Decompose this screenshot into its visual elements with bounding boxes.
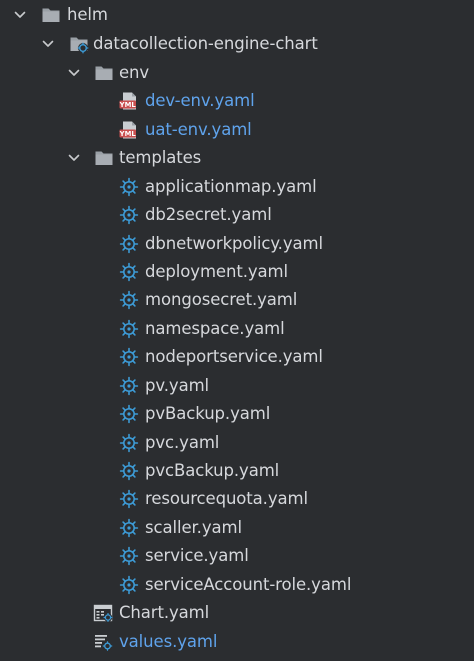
kubernetes-gear-icon <box>119 205 139 225</box>
file-label: dev-env.yaml <box>145 91 255 110</box>
kubernetes-gear-icon <box>119 575 139 595</box>
file-label: nodeportservice.yaml <box>145 347 323 366</box>
kubernetes-gear-icon <box>119 319 139 339</box>
kubernetes-gear-icon <box>119 290 139 310</box>
tree-file-db2secret[interactable]: db2secret.yaml <box>0 201 474 229</box>
tree-node-chart-folder[interactable]: datacollection-engine-chart <box>0 30 474 58</box>
kubernetes-gear-icon <box>119 376 139 396</box>
tree-node-label: templates <box>119 148 202 167</box>
kubernetes-gear-icon <box>119 489 139 509</box>
tree-file-chart[interactable]: Chart.yaml <box>0 599 474 627</box>
tree-node-env-folder[interactable]: env <box>0 59 474 87</box>
file-label: service.yaml <box>145 546 249 565</box>
file-label: pvc.yaml <box>145 433 220 452</box>
tree-file-pvc[interactable]: pvc.yaml <box>0 429 474 457</box>
tree-file-dbnetworkpolicy[interactable]: dbnetworkpolicy.yaml <box>0 230 474 258</box>
file-label: serviceAccount-role.yaml <box>145 575 352 594</box>
tree-file-uat-env[interactable]: uat-env.yaml <box>0 116 474 144</box>
tree-file-nodeportservice[interactable]: nodeportservice.yaml <box>0 343 474 371</box>
kubernetes-gear-icon <box>119 518 139 538</box>
kubernetes-gear-icon <box>119 546 139 566</box>
file-label: pvBackup.yaml <box>145 404 271 423</box>
tree-node-label: env <box>119 63 150 82</box>
chevron-down-icon[interactable] <box>66 150 82 166</box>
chart-table-icon <box>93 603 113 623</box>
tree-file-pvcbackup[interactable]: pvcBackup.yaml <box>0 457 474 485</box>
file-label: values.yaml <box>119 632 218 651</box>
tree-file-namespace[interactable]: namespace.yaml <box>0 315 474 343</box>
kubernetes-gear-icon <box>119 404 139 424</box>
tree-node-label: datacollection-engine-chart <box>93 34 318 53</box>
file-label: mongosecret.yaml <box>145 290 298 309</box>
file-label: db2secret.yaml <box>145 205 272 224</box>
kubernetes-gear-icon <box>119 262 139 282</box>
tree-file-serviceaccount-role[interactable]: serviceAccount-role.yaml <box>0 571 474 599</box>
tree-file-dev-env[interactable]: dev-env.yaml <box>0 87 474 115</box>
tree-file-scaller[interactable]: scaller.yaml <box>0 514 474 542</box>
file-label: uat-env.yaml <box>145 120 252 139</box>
tree-node-label: helm <box>67 5 108 24</box>
file-label: pv.yaml <box>145 376 210 395</box>
chevron-down-icon[interactable] <box>40 36 56 52</box>
kubernetes-gear-icon <box>119 347 139 367</box>
tree-file-applicationmap[interactable]: applicationmap.yaml <box>0 173 474 201</box>
kubernetes-gear-icon <box>119 177 139 197</box>
tree-node-templates-folder[interactable]: templates <box>0 144 474 172</box>
tree-file-service[interactable]: service.yaml <box>0 542 474 570</box>
tree-file-values[interactable]: values.yaml <box>0 628 474 656</box>
kubernetes-gear-icon <box>119 461 139 481</box>
yml-file-icon <box>119 91 139 111</box>
kubernetes-gear-icon <box>119 234 139 254</box>
chevron-down-icon[interactable] <box>66 65 82 81</box>
chevron-down-icon[interactable] <box>12 7 28 23</box>
file-label: dbnetworkpolicy.yaml <box>145 234 323 253</box>
file-label: scaller.yaml <box>145 518 242 537</box>
tree-file-pvbackup[interactable]: pvBackup.yaml <box>0 400 474 428</box>
helm-chart-folder-icon <box>69 34 89 54</box>
tree-file-pv[interactable]: pv.yaml <box>0 372 474 400</box>
folder-icon <box>94 63 114 83</box>
tree-file-resourcequota[interactable]: resourcequota.yaml <box>0 485 474 513</box>
folder-icon <box>41 5 61 25</box>
file-label: applicationmap.yaml <box>145 177 317 196</box>
tree-file-deployment[interactable]: deployment.yaml <box>0 258 474 286</box>
folder-icon <box>94 148 114 168</box>
tree-file-mongosecret[interactable]: mongosecret.yaml <box>0 286 474 314</box>
tree-node-helm[interactable]: helm <box>0 1 474 29</box>
file-label: pvcBackup.yaml <box>145 461 280 480</box>
file-label: Chart.yaml <box>119 603 210 622</box>
file-label: namespace.yaml <box>145 319 285 338</box>
yml-file-icon <box>119 120 139 140</box>
file-label: deployment.yaml <box>145 262 288 281</box>
file-label: resourcequota.yaml <box>145 489 308 508</box>
kubernetes-gear-icon <box>119 433 139 453</box>
values-settings-icon <box>93 632 113 652</box>
